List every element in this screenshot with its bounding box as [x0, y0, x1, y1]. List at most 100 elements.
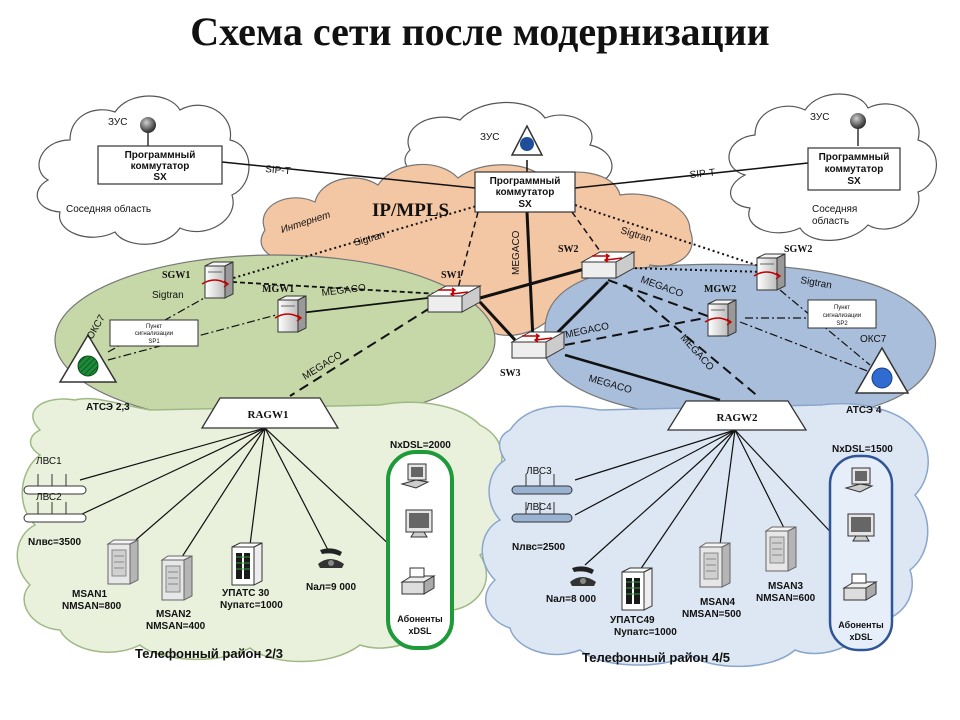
right-atc-icon: [854, 346, 910, 394]
sp1-line2: сигнализации: [135, 331, 173, 337]
ragw1-label: RAGW1: [248, 409, 289, 421]
megaco-label-vertical: MEGACO: [511, 230, 522, 275]
lvs1-label: ЛВС1: [36, 456, 62, 467]
core-softswitch-line3: SX: [518, 199, 532, 210]
sgw1-label: SGW1: [162, 270, 190, 281]
msan4-count: NMSAN=500: [682, 609, 742, 620]
msan2-cabinet-icon: [161, 555, 193, 601]
upats30-pbx-icon: [231, 542, 263, 586]
ip-mpls-label: IP/MPLS: [372, 200, 449, 221]
sw2-label: SW2: [558, 244, 579, 255]
right-district-caption: Телефонный район 4/5: [582, 650, 730, 665]
left-n-al: Nал=9 000: [306, 582, 356, 593]
sp1-line1: Пункт: [146, 324, 162, 330]
left-softswitch: Программный коммутатор SX: [97, 145, 223, 185]
left-zus-antenna-icon: [140, 117, 156, 146]
mgw2-label: MGW2: [704, 284, 736, 295]
right-xdsl-line1: Абоненты: [838, 620, 884, 630]
right-zus-antenna-icon: [850, 113, 866, 146]
ragw1-gateway: RAGW1: [200, 397, 340, 429]
upats30-label: УПАТС 30: [222, 588, 270, 599]
msan3-count: NMSAN=600: [756, 593, 816, 604]
sgw1-server-icon: [201, 261, 234, 299]
right-nxdsl: NxDSL=1500: [832, 444, 893, 455]
left-softswitch-line3: SX: [153, 172, 167, 183]
msan3-cabinet-icon: [765, 526, 797, 572]
sp2-box: Пункт сигнализации SP2: [807, 299, 877, 329]
left-atc-label: АТСЭ 2,3: [86, 402, 130, 413]
upats30-count: Nупатс=1000: [220, 600, 283, 611]
lvs3-label: ЛВС3: [526, 466, 552, 477]
msan4-label: MSAN4: [700, 597, 735, 608]
right-region-caption-line2: область: [812, 215, 849, 227]
right-softswitch: Программный коммутатор SX: [807, 147, 901, 191]
right-n-al: Nал=8 000: [546, 594, 596, 605]
right-okc-label: ОКС7: [860, 334, 887, 345]
right-n-lvs: Nлвс=2500: [512, 542, 566, 553]
lvs2-label: ЛВС2: [36, 492, 62, 503]
left-xdsl-line2: xDSL: [408, 626, 432, 636]
lvs4-label: ЛВС4: [526, 502, 552, 513]
sp2-line3: SP2: [836, 321, 848, 327]
sp1-box: Пункт сигнализации SP1: [109, 319, 199, 347]
msan1-label: MSAN1: [72, 589, 107, 600]
ragw2-gateway: RAGW2: [666, 400, 808, 431]
msan1-count: NMSAN=800: [62, 601, 122, 612]
left-softswitch-line2: коммутатор: [131, 161, 190, 172]
mgw1-server-icon: [274, 295, 307, 333]
mgw1-label: MGW1: [262, 284, 294, 295]
sigtran-label-sgw1: Sigtran: [152, 290, 184, 301]
msan3-label: MSAN3: [768, 581, 803, 592]
core-softswitch: Программный коммутатор SX: [474, 171, 576, 213]
left-nxdsl: NxDSL=2000: [390, 440, 451, 451]
right-zus-label: ЗУС: [810, 112, 830, 123]
mgw2-server-icon: [704, 299, 737, 337]
upats49-count: Nупатс=1000: [614, 627, 677, 638]
lvs3-bus: [511, 474, 573, 495]
left-xdsl-line1: Абоненты: [397, 614, 443, 624]
ragw2-label: RAGW2: [717, 412, 758, 424]
sp2-line1: Пункт: [834, 305, 850, 311]
right-district-cloud: [481, 402, 929, 668]
lvs2-bus: [23, 502, 87, 523]
left-softswitch-line1: Программный: [125, 150, 196, 161]
right-region-caption-line1: Соседняя: [812, 204, 857, 215]
core-zus-label: ЗУС: [480, 132, 500, 143]
left-xdsl-group: [386, 450, 454, 650]
left-district-cloud: [16, 397, 504, 663]
left-region-caption: Соседняя область: [66, 203, 151, 215]
msan2-label: MSAN2: [156, 609, 191, 620]
page-title: Схема сети после модернизации: [190, 9, 770, 54]
sp2-line2: сигнализации: [823, 313, 861, 319]
msan1-cabinet-icon: [107, 539, 139, 585]
sigtran-label-sgw2: Sigtran: [799, 275, 832, 291]
msan2-count: NMSAN=400: [146, 621, 206, 632]
right-xdsl-line2: xDSL: [849, 632, 873, 642]
sw3-label: SW3: [500, 368, 521, 379]
upats49-label: УПАТС49: [610, 615, 655, 626]
right-xdsl-group: [828, 454, 894, 652]
sip-label-left: SIP-T: [265, 164, 291, 177]
sgw2-label: SGW2: [784, 244, 812, 255]
right-softswitch-line3: SX: [847, 176, 861, 187]
left-zus-label: ЗУС: [108, 117, 128, 128]
sgw2-server-icon: [753, 253, 786, 291]
left-atc-icon: [58, 333, 118, 383]
megaco-label-mgw1: MEGACO: [321, 283, 367, 299]
core-zus-antenna-icon: [510, 124, 544, 156]
lvs4-bus: [511, 502, 573, 523]
sip-label-right: SIP-T: [689, 167, 716, 181]
right-softswitch-line1: Программный: [819, 152, 890, 163]
right-atc-label: АТСЭ 4: [846, 405, 882, 416]
upats49-pbx-icon: [621, 567, 653, 611]
core-softswitch-line1: Программный: [490, 176, 561, 187]
core-softswitch-line2: коммутатор: [496, 187, 555, 198]
left-district-caption: Телефонный район 2/3: [135, 646, 283, 661]
right-softswitch-line2: коммутатор: [825, 164, 884, 175]
sw1-label: SW1: [441, 270, 462, 281]
left-n-lvs: Nлвс=3500: [28, 537, 82, 548]
sp1-line3: SP1: [148, 339, 160, 345]
lvs1-bus: [23, 474, 87, 495]
msan4-cabinet-icon: [699, 542, 731, 588]
